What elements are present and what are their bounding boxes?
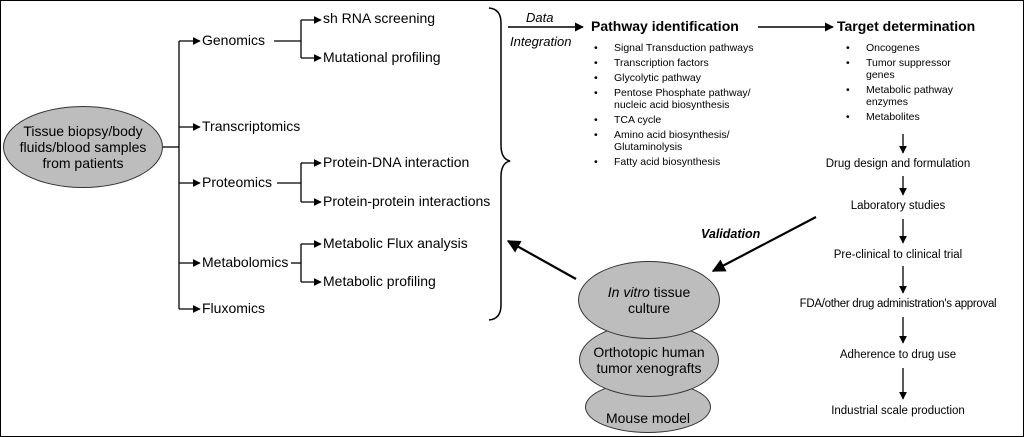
sub-protein-protein: Protein-protein interactions <box>323 193 491 209</box>
orthotopic-line-1: Orthotopic human <box>593 343 705 360</box>
pathway-item: TCA cycle <box>592 114 782 126</box>
sub-metabolic-flux: Metabolic Flux analysis <box>323 235 468 251</box>
omics-proteomics: Proteomics <box>202 174 273 190</box>
validation-label: Validation <box>701 227 761 241</box>
target-list: Oncogenes Tumor suppressor genes Metabol… <box>844 42 974 123</box>
in-vitro-line-1: In vitro tissue <box>608 284 690 300</box>
target-item: Metabolites <box>844 111 974 123</box>
validation-arrow <box>711 216 817 272</box>
pathway-item: Signal Transduction pathways <box>592 42 782 54</box>
in-vitro-ellipse: In vitro tissue culture <box>578 261 720 339</box>
sub-shrna-screening: sh RNA screening <box>323 10 436 26</box>
in-vitro-line-2: culture <box>627 300 671 316</box>
pipeline-step-adherence: Adherence to drug use <box>839 349 957 361</box>
sub-mutational-profiling: Mutational profiling <box>323 49 441 65</box>
target-item: Metabolic pathway enzymes <box>844 84 956 108</box>
pipeline-step-laboratory: Laboratory studies <box>850 200 946 212</box>
omics-genomics: Genomics <box>202 32 266 48</box>
mouse-model-label: Mouse model <box>605 409 691 426</box>
in-vitro-italic: In vitro <box>607 283 650 300</box>
in-vitro-rest: tissue <box>653 283 691 300</box>
omics-metabolomics: Metabolomics <box>202 254 289 270</box>
source-line-1: Tissue biopsy/body <box>23 122 143 139</box>
feedback-arrow <box>506 240 577 280</box>
source-ellipse: Tissue biopsy/body fluids/blood samples … <box>3 106 163 188</box>
pathway-item: Transcription factors <box>592 57 782 69</box>
sub-protein-dna: Protein-DNA interaction <box>323 154 470 170</box>
pipeline-step-clinical-trial: Pre-clinical to clinical trial <box>833 249 963 261</box>
omics-fluxomics: Fluxomics <box>202 300 266 316</box>
omics-transcriptomics: Transcriptomics <box>202 118 301 134</box>
source-line-3: from patients <box>42 155 124 172</box>
integration-brace <box>488 7 511 321</box>
pathway-title: Pathway identification <box>591 18 739 34</box>
sub-metabolic-profiling: Metabolic profiling <box>323 273 436 289</box>
pipeline-step-drug-design: Drug design and formulation <box>825 158 971 170</box>
pipeline-step-industrial: Industrial scale production <box>831 405 965 417</box>
data-integration-line-2: Integration <box>510 34 572 49</box>
pathway-item: Pentose Phosphate pathway/ nucleic acid … <box>592 87 782 111</box>
data-integration-line-1: Data <box>526 10 554 25</box>
target-title: Target determination <box>837 18 976 34</box>
target-item: Oncogenes <box>844 42 974 54</box>
pathway-item: Amino acid biosynthesis/ Glutaminolysis <box>592 129 744 153</box>
pathway-list: Signal Transduction pathways Transcripti… <box>592 42 782 168</box>
pathway-item: Glycolytic pathway <box>592 72 782 84</box>
pathway-item: Fatty acid biosynthesis <box>592 156 782 168</box>
pipeline-step-approval: FDA/other drug administration's approval <box>799 298 997 310</box>
target-item: Tumor suppressor genes <box>844 57 966 81</box>
source-line-2: fluids/blood samples <box>19 138 147 155</box>
orthotopic-line-2: tumor xenografts <box>596 360 702 376</box>
